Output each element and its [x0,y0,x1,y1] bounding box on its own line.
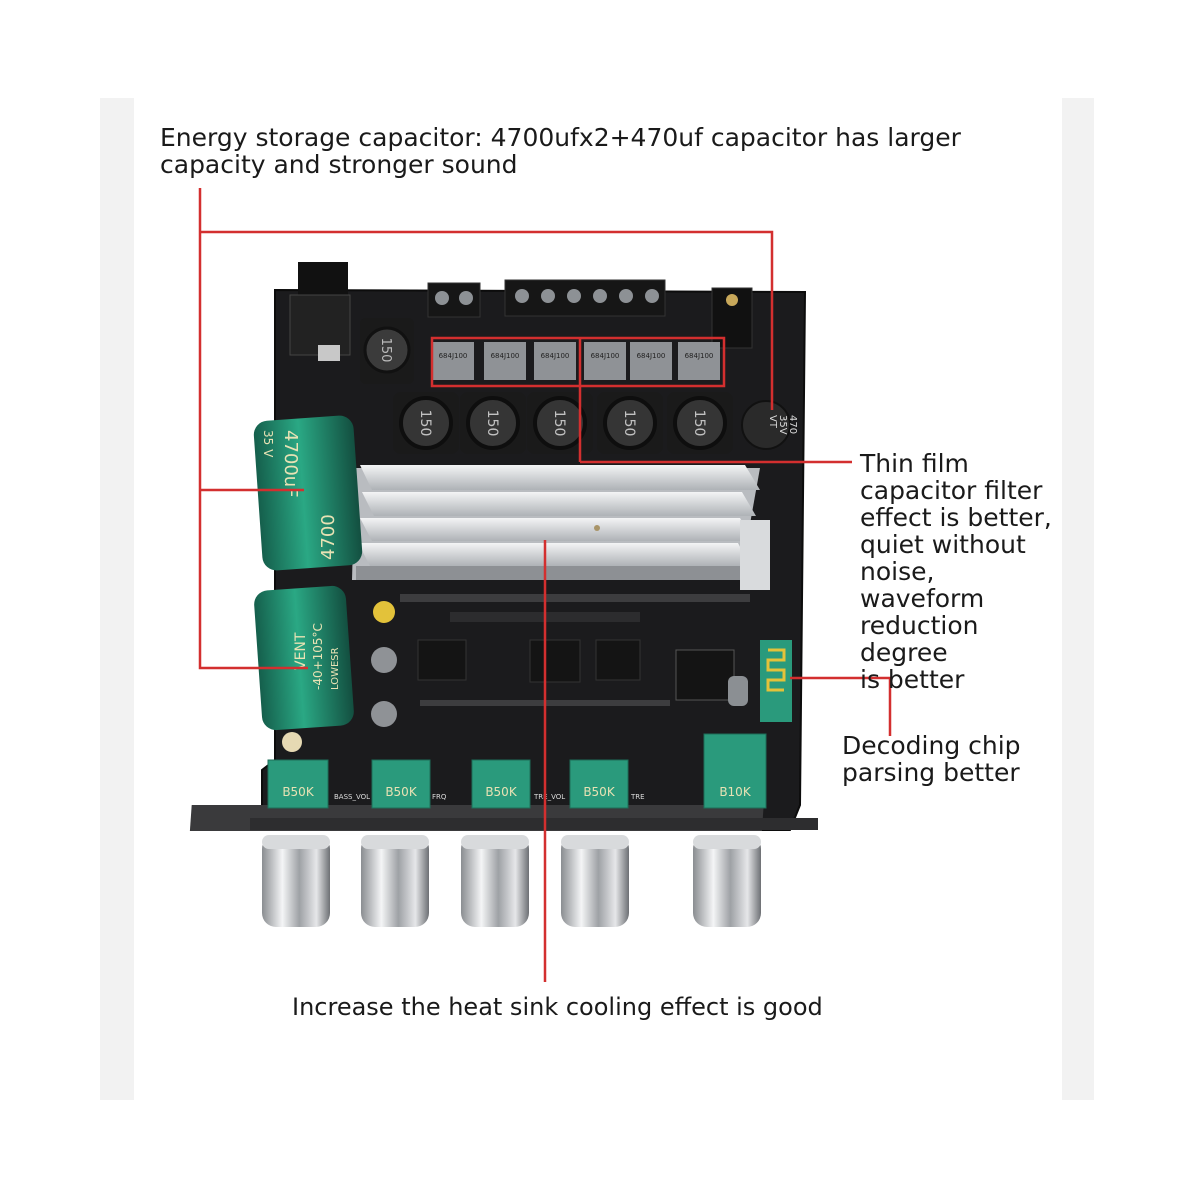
svg-text:4700uF: 4700uF [280,430,301,498]
svg-text:B50K: B50K [282,785,315,799]
svg-text:TRE: TRE [630,793,645,801]
annotation-lines [198,188,892,982]
right-shade-panel [1062,98,1094,1100]
capacitor-callout-text: Energy storage capacitor: 4700ufx2+470uf… [160,123,961,179]
ic-chips [417,639,748,706]
svg-text:TRE_VOL: TRE_VOL [533,793,565,801]
svg-text:VENT: VENT [293,632,309,670]
svg-text:4700: 4700 [318,514,339,560]
terminal-block-small [427,282,481,318]
svg-text:150: 150 [378,338,393,363]
small-capacitor-470uf: 470 35V VT [741,400,798,450]
capacitor-4700uf-top: 4700uF 35 V 4700 [253,415,363,571]
dc-jack [289,262,351,361]
svg-text:-40+105°C: -40+105°C [311,623,325,690]
potentiometer-row: B50K B50K B50K B50K B10K BASS_VOL FRQ TR… [267,733,767,809]
svg-text:150: 150 [621,410,637,437]
film-capacitor-callout-text: Thin film capacitor filter effect is bet… [860,449,1052,694]
film-capacitor-row: 684J100 684J100 684J100 684J100 684J100 … [432,342,720,380]
decoding-chip-callout-text: Decoding chip parsing better [842,731,1021,787]
svg-text:B10K: B10K [719,785,752,799]
heat-sink [352,465,770,590]
svg-text:684J100: 684J100 [439,352,468,360]
svg-text:684J100: 684J100 [541,352,570,360]
terminal-block-large [504,279,666,317]
small-capacitors-left [282,601,397,752]
svg-text:LOWESR: LOWESR [330,647,341,690]
inductor-top: 150 [360,318,414,384]
heat-sink-callout-text: Increase the heat sink cooling effect is… [292,993,823,1021]
svg-text:150: 150 [551,410,567,437]
svg-text:684J100: 684J100 [637,352,666,360]
svg-text:470: 470 [787,415,798,434]
svg-text:150: 150 [691,410,707,437]
svg-text:B50K: B50K [385,785,418,799]
svg-text:BASS_VOL: BASS_VOL [334,793,370,801]
bluetooth-antenna [760,640,792,722]
svg-text:684J100: 684J100 [685,352,714,360]
left-shade-panel [100,98,134,1100]
svg-text:VT: VT [767,415,778,429]
inductor-row: 150 150 150 150 150 [393,392,733,454]
svg-text:35V: 35V [777,415,788,435]
knob-row [262,835,761,927]
svg-text:684J100: 684J100 [591,352,620,360]
svg-text:B50K: B50K [485,785,518,799]
svg-text:684J100: 684J100 [491,352,520,360]
capacitor-4700uf-bottom: VENT -40+105°C LOWESR [254,585,354,731]
svg-text:150: 150 [417,410,433,437]
svg-text:B50K: B50K [583,785,616,799]
svg-text:35 V: 35 V [261,430,275,458]
svg-text:FRQ: FRQ [432,793,447,801]
svg-text:150: 150 [484,410,500,437]
